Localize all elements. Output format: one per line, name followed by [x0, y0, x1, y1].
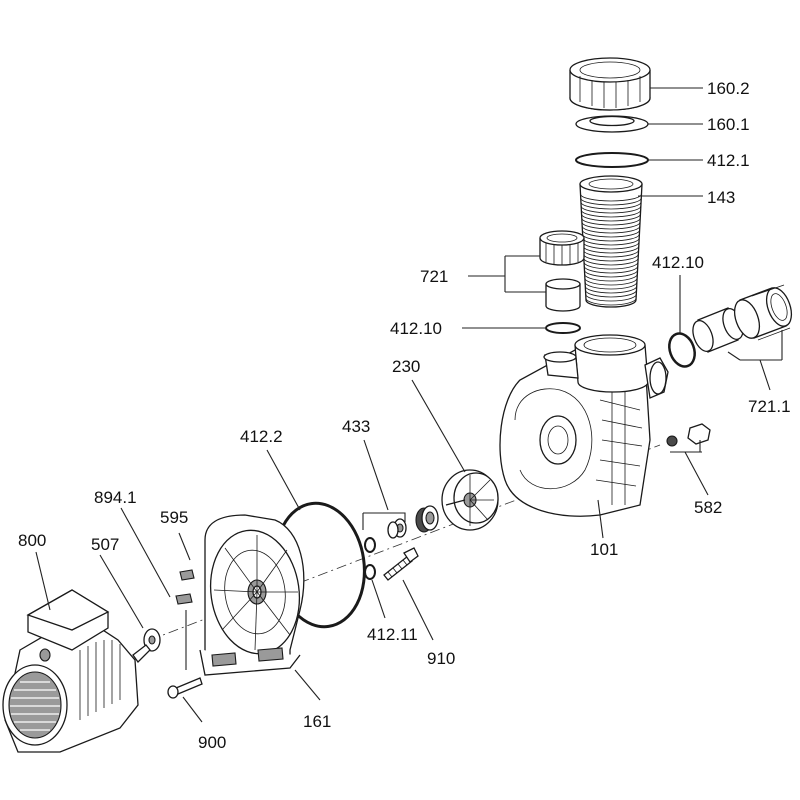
part-cover-160-1 [575, 115, 649, 133]
label-161: 161 [303, 712, 331, 731]
part-bolt-900 [167, 677, 203, 699]
label-230: 230 [392, 357, 420, 376]
label-412-2: 412.2 [240, 427, 283, 446]
label-507: 507 [91, 535, 119, 554]
part-bracket-161 [199, 514, 305, 676]
part-drain-plug-582 [666, 423, 711, 447]
label-800: 800 [18, 531, 46, 550]
part-o-ring-412-11-a [364, 537, 376, 553]
part-pump-housing-101 [499, 334, 669, 517]
part-foot-595 [179, 569, 195, 581]
label-412-11: 412.11 [367, 625, 418, 644]
part-o-ring-412-10-a [545, 322, 581, 334]
label-412-1: 412.1 [707, 151, 750, 170]
label-160-2: 160.2 [707, 79, 750, 98]
label-721-1: 721.1 [748, 397, 791, 416]
part-o-ring-412-10-b [668, 332, 696, 368]
part-impeller-230 [441, 469, 499, 531]
part-union-721-1 [692, 284, 793, 353]
part-o-ring-412-1 [575, 152, 649, 168]
part-lid-nut-160-2 [569, 57, 651, 111]
label-101: 101 [590, 540, 618, 559]
leader-lines [35, 87, 783, 723]
label-582: 582 [694, 498, 722, 517]
label-721: 721 [420, 267, 448, 286]
part-mech-seal-433 [387, 505, 439, 539]
label-160-1: 160.1 [707, 115, 750, 134]
part-coupling-721 [539, 230, 585, 312]
label-910: 910 [427, 649, 455, 668]
label-894-1: 894.1 [94, 488, 137, 507]
part-motor-800 [2, 589, 151, 753]
label-595: 595 [160, 508, 188, 527]
label-900: 900 [198, 733, 226, 752]
part-strainer-basket-143 [579, 175, 643, 308]
label-433: 433 [342, 417, 370, 436]
label-412-10-top: 412.10 [652, 253, 704, 272]
part-foot-894-1 [175, 593, 193, 605]
label-412-10-left: 412.10 [390, 319, 442, 338]
part-screw-910 [383, 547, 419, 581]
part-o-ring-412-11-b [364, 564, 376, 580]
part-slinger-507 [143, 628, 161, 652]
label-143: 143 [707, 188, 735, 207]
